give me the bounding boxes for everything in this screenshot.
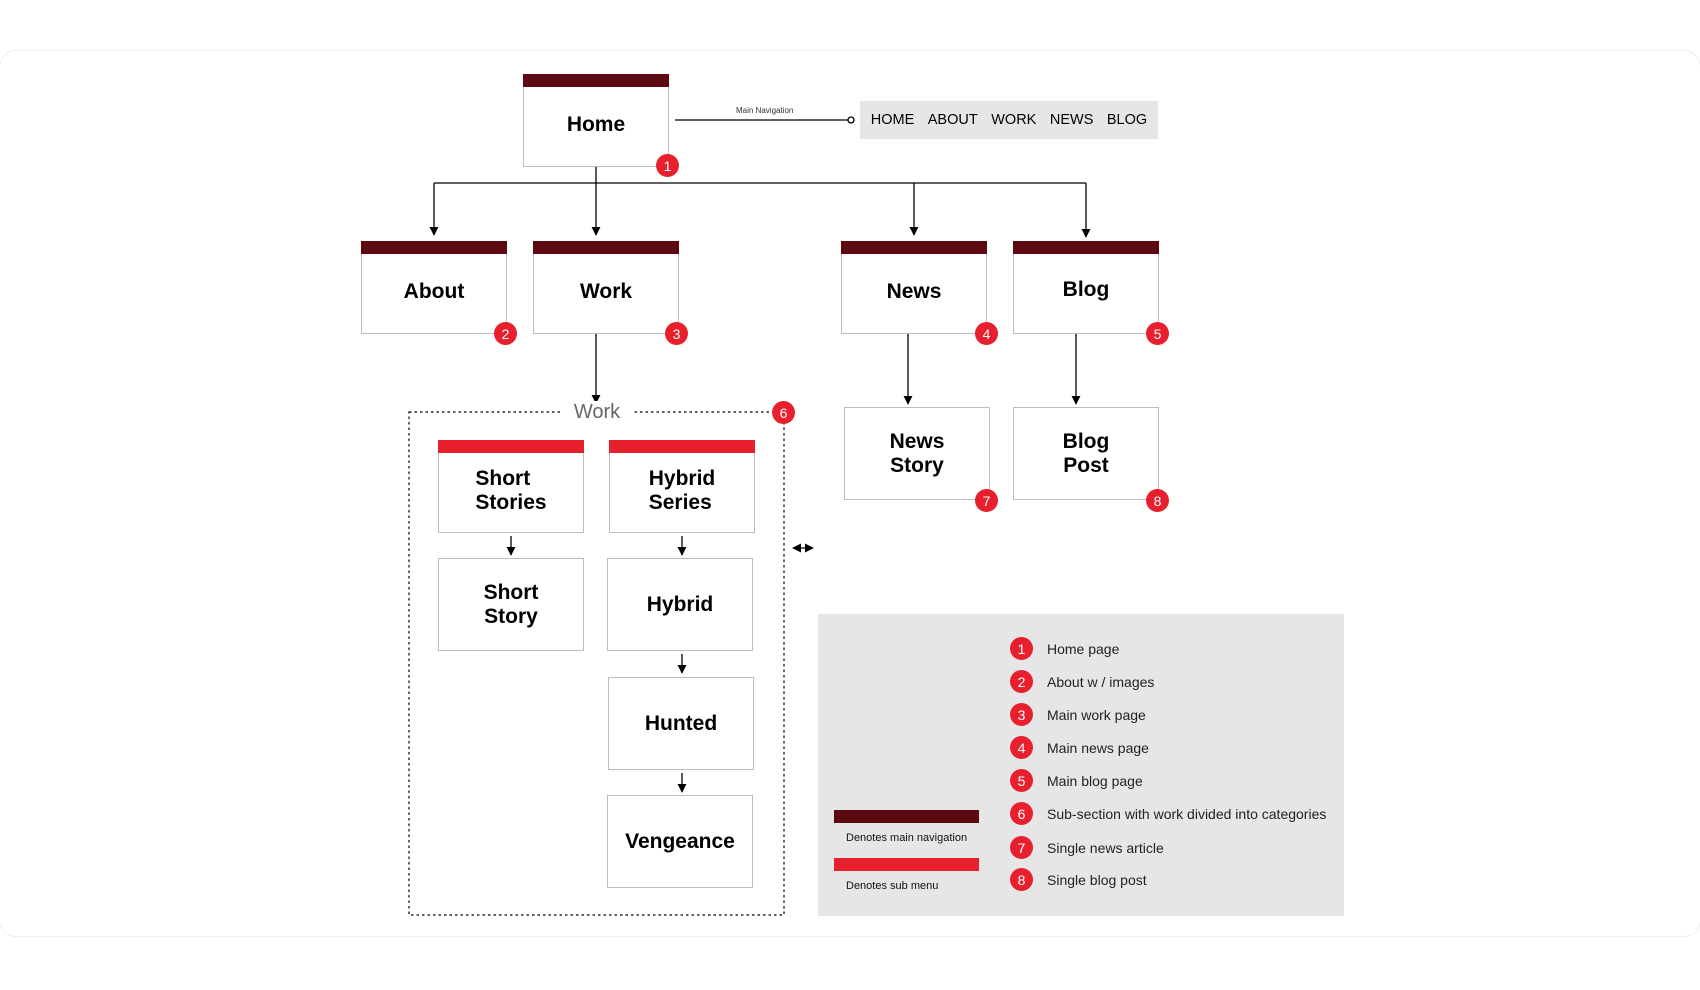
- legend-item: 3 Main work page: [1010, 703, 1146, 726]
- legend-item: 6 Sub-section with work divided into cat…: [1010, 802, 1326, 825]
- legend-text: Main work page: [1047, 706, 1146, 723]
- page-home-badge: 1: [656, 154, 679, 177]
- page-home-label: Home: [566, 112, 626, 136]
- legend-badge: 4: [1010, 736, 1033, 759]
- page-about-label: About: [403, 279, 465, 303]
- legend-item: 2 About w / images: [1010, 670, 1154, 693]
- page-blog-label: Blog: [1062, 277, 1110, 301]
- legend-text: Single news article: [1047, 839, 1164, 856]
- sub-menu-bar: [609, 440, 755, 453]
- page-hunted-label: Hunted: [644, 711, 718, 735]
- page-work-label: Work: [579, 279, 633, 303]
- nav-item-about[interactable]: ABOUT: [927, 112, 978, 128]
- nav-item-news[interactable]: NEWS: [1049, 112, 1094, 128]
- legend-badge: 6: [1010, 802, 1033, 825]
- page-work: Work: [533, 241, 679, 334]
- page-blog: Blog: [1013, 241, 1159, 334]
- page-blog-badge: 5: [1146, 322, 1169, 345]
- page-news-label: News: [886, 279, 942, 303]
- main-nav-bar: [523, 74, 669, 87]
- main-nav-key-text: Denotes main navigation: [846, 832, 968, 844]
- page-short-stories: Short Stories: [438, 440, 584, 533]
- page-about-badge: 2: [494, 322, 517, 345]
- legend-item: 5 Main blog page: [1010, 769, 1143, 792]
- nav-item-blog[interactable]: BLOG: [1106, 112, 1148, 128]
- legend-item: 8 Single blog post: [1010, 868, 1147, 891]
- page-about: About: [361, 241, 507, 334]
- nav-item-work[interactable]: WORK: [991, 112, 1037, 128]
- legend-item: 4 Main news page: [1010, 736, 1149, 759]
- nav-item-home[interactable]: HOME: [870, 112, 915, 128]
- legend-badge: 1: [1010, 637, 1033, 660]
- legend-text: Main news page: [1047, 739, 1149, 756]
- page-news-badge: 4: [975, 322, 998, 345]
- main-nav-bar: [533, 241, 679, 254]
- work-group-label: Work: [560, 401, 634, 424]
- legend-badge: 2: [1010, 670, 1033, 693]
- page-hunted: Hunted: [608, 677, 754, 770]
- page-blog-post-label: Blog Post: [1062, 430, 1110, 477]
- page-work-badge: 3: [665, 322, 688, 345]
- legend-badge: 7: [1010, 836, 1033, 859]
- page-short-story: Short Story: [438, 558, 584, 651]
- page-news: News: [841, 241, 987, 334]
- page-news-story: News Story: [844, 407, 990, 500]
- page-vengeance-label: Vengeance: [625, 829, 735, 853]
- main-nav-bar: [1013, 241, 1159, 254]
- legend-item: 7 Single news article: [1010, 836, 1164, 859]
- page-hybrid-series: Hybrid Series: [609, 440, 755, 533]
- page-vengeance: Vengeance: [607, 795, 753, 888]
- page-hybrid: Hybrid: [607, 558, 753, 651]
- main-nav-key-swatch: [834, 810, 979, 823]
- legend-badge: 3: [1010, 703, 1033, 726]
- legend-panel: Denotes main navigation Denotes sub menu…: [818, 614, 1344, 916]
- page-news-story-label: News Story: [889, 430, 945, 477]
- legend-badge: 8: [1010, 868, 1033, 891]
- sub-menu-bar: [438, 440, 584, 453]
- legend-text: Sub-section with work divided into categ…: [1047, 805, 1327, 822]
- page-hybrid-series-label: Hybrid Series: [648, 467, 716, 514]
- page-short-story-label: Short Story: [483, 581, 539, 628]
- legend-text: Main blog page: [1047, 772, 1143, 789]
- page-blog-post: Blog Post: [1013, 407, 1159, 500]
- sub-menu-key-text: Denotes sub menu: [846, 880, 939, 892]
- page-short-stories-label: Short Stories: [475, 467, 547, 514]
- legend-badge: 5: [1010, 769, 1033, 792]
- page-news-story-badge: 7: [975, 489, 998, 512]
- legend-text: About w / images: [1047, 673, 1155, 690]
- legend-text: Home page: [1047, 640, 1120, 657]
- main-nav-bar: [361, 241, 507, 254]
- page-blog-post-badge: 8: [1146, 489, 1169, 512]
- page-hybrid-label: Hybrid: [646, 592, 714, 616]
- legend-item: 1 Home page: [1010, 637, 1119, 660]
- legend-text: Single blog post: [1047, 871, 1147, 888]
- work-group-badge: 6: [772, 401, 795, 424]
- page-home: Home: [523, 74, 669, 167]
- main-nav-bar: [841, 241, 987, 254]
- main-navigation-caption: Main Navigation: [736, 106, 794, 115]
- sub-menu-key-swatch: [834, 858, 979, 871]
- main-navigation-bar: HOME ABOUT WORK NEWS BLOG: [860, 101, 1158, 139]
